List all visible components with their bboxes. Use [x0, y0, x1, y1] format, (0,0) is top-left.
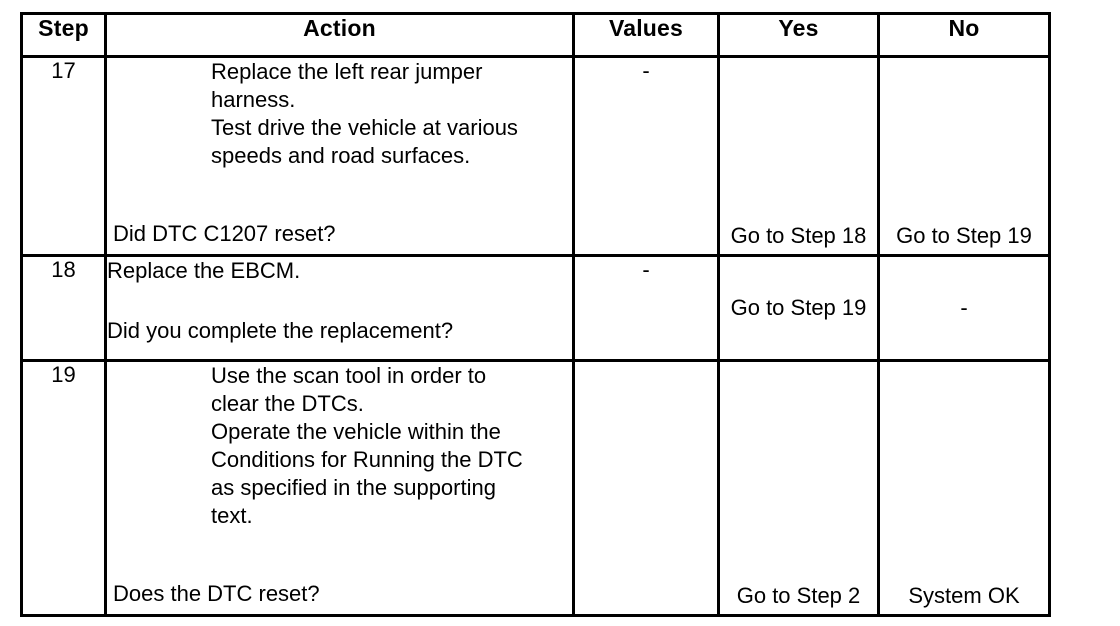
- instruction-list: Replace the left rear jumper harness. Te…: [107, 58, 572, 170]
- column-header-no: No: [877, 12, 1051, 58]
- instruction-line: clear the DTCs.: [211, 391, 364, 416]
- instruction-line: Operate the vehicle within the: [211, 419, 501, 444]
- instruction-list: Use the scan tool in order to clear the …: [107, 362, 572, 530]
- diagnostic-step-table: Step Action Values Yes No 17 Replace the…: [20, 12, 1051, 617]
- no-result-cell: -: [877, 254, 1051, 362]
- column-header-action: Action: [104, 12, 575, 58]
- action-cell: Replace the left rear jumper harness. Te…: [104, 55, 575, 257]
- table-row: 18 Replace the EBCM. Did you complete th…: [20, 254, 1051, 362]
- instruction-line: harness.: [211, 87, 296, 112]
- instruction-line: speeds and road surfaces.: [211, 143, 471, 168]
- action-cell: Use the scan tool in order to clear the …: [104, 359, 575, 617]
- instruction-line: as specified in the supporting: [211, 475, 496, 500]
- column-header-values: Values: [572, 12, 720, 58]
- no-result-cell: Go to Step 19: [877, 55, 1051, 257]
- header-row: Step Action Values Yes No: [20, 12, 1051, 58]
- action-cell: Replace the EBCM. Did you complete the r…: [104, 254, 575, 362]
- step-number: 19: [20, 359, 107, 617]
- table-header: Step Action Values Yes No: [20, 12, 1051, 58]
- values-cell: [572, 359, 720, 617]
- column-header-yes: Yes: [717, 12, 880, 58]
- no-result-cell: System OK: [877, 359, 1051, 617]
- instruction-line: Test drive the vehicle at various: [211, 115, 518, 140]
- step-number: 18: [20, 254, 107, 362]
- values-cell: -: [572, 254, 720, 362]
- yes-result-cell: Go to Step 18: [717, 55, 880, 257]
- instruction-list: Replace the EBCM.: [107, 257, 572, 285]
- instruction-line: Replace the left rear jumper: [211, 59, 483, 84]
- instruction-line: Replace the EBCM.: [107, 258, 301, 283]
- action-question: Does the DTC reset?: [113, 581, 320, 606]
- table-body: 17 Replace the left rear jumper harness.…: [20, 55, 1051, 617]
- instruction-line: Use the scan tool in order to: [211, 363, 487, 388]
- step-number: 17: [20, 55, 107, 257]
- instruction-line: Conditions for Running the DTC: [211, 447, 523, 472]
- action-question: Did you complete the replacement?: [107, 318, 454, 343]
- yes-result-cell: Go to Step 19: [717, 254, 880, 362]
- instruction-line: text.: [211, 503, 253, 528]
- yes-result-cell: Go to Step 2: [717, 359, 880, 617]
- action-question: Did DTC C1207 reset?: [113, 221, 336, 246]
- table-row: 17 Replace the left rear jumper harness.…: [20, 55, 1051, 257]
- column-header-step: Step: [20, 12, 107, 58]
- values-cell: -: [572, 55, 720, 257]
- table-row: 19 Use the scan tool in order to clear t…: [20, 359, 1051, 617]
